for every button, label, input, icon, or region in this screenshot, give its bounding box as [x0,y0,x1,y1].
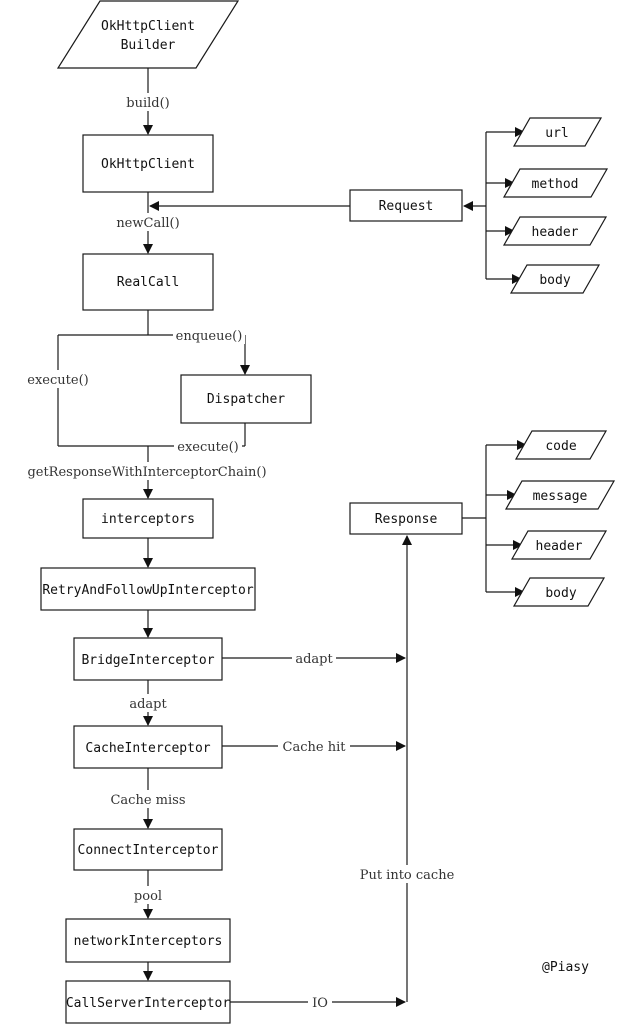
bridge-interceptor-node: BridgeInterceptor [73,637,223,681]
dispatcher-label: Dispatcher [207,392,285,407]
edge-labels: build() newCall() enqueue() execute() ex… [22,93,463,1011]
execute-left-label: execute() [27,373,88,388]
adapt-right-label: adapt [295,652,333,667]
request-field-method: method [502,168,609,198]
cache-miss-label: Cache miss [110,793,185,808]
get-response-label: getResponseWithInterceptorChain() [27,465,266,480]
cache-hit-label: Cache hit [283,740,347,755]
response-field-message-label: message [533,489,588,504]
request-field-url-label: url [545,126,568,141]
okhttp-client-node: OkHttpClient [82,134,214,193]
response-field-body: body [512,577,606,607]
execute-right-label: execute() [177,440,238,455]
request-field-method-label: method [532,177,579,192]
interceptors-label: interceptors [101,512,195,527]
connect-interceptor-node: ConnectInterceptor [73,828,223,871]
network-interceptors-node: networkInterceptors [65,918,231,963]
adapt-down-label: adapt [129,697,167,712]
request-label: Request [379,199,434,214]
response-node: Response [349,502,463,535]
build-label: build() [126,96,169,111]
real-call-node: RealCall [82,253,214,311]
call-server-interceptor-label: CallServerInterceptor [66,996,231,1011]
cache-interceptor-label: CacheInterceptor [85,741,210,756]
credit-label: @Piasy [542,960,589,975]
request-field-header-label: header [532,225,579,240]
new-call-label: newCall() [116,216,179,231]
okhttp-builder-label-line1: OkHttpClient [101,19,195,34]
call-server-interceptor-node: CallServerInterceptor [65,980,231,1024]
pool-label: pool [134,889,162,904]
network-interceptors-label: networkInterceptors [74,934,223,949]
request-field-body-label: body [539,273,570,288]
response-field-message: message [504,480,616,510]
interceptors-node: interceptors [82,498,214,539]
request-node: Request [349,189,463,222]
retry-interceptor-label: RetryAndFollowUpInterceptor [42,583,253,598]
okhttp-builder-label-line2: Builder [121,38,176,53]
bridge-interceptor-label: BridgeInterceptor [81,653,214,668]
request-field-header: header [502,216,608,246]
cache-interceptor-node: CacheInterceptor [73,725,223,769]
real-call-label: RealCall [117,275,180,290]
okhttp-builder-node: OkHttpClient Builder [56,0,240,69]
connect-interceptor-label: ConnectInterceptor [78,843,219,858]
request-field-url: url [512,117,603,147]
response-field-code: code [514,430,608,460]
response-field-code-label: code [545,439,576,454]
okhttp-client-label: OkHttpClient [101,157,195,172]
retry-interceptor-node: RetryAndFollowUpInterceptor [40,567,256,611]
response-label: Response [375,512,438,527]
io-label: IO [312,996,328,1011]
response-field-header-label: header [536,539,583,554]
response-field-body-label: body [545,586,576,601]
enqueue-label: enqueue() [176,329,243,344]
request-field-body: body [509,264,601,294]
dispatcher-node: Dispatcher [180,374,312,424]
response-field-header: header [510,530,608,560]
put-into-cache-label: Put into cache [360,868,455,883]
